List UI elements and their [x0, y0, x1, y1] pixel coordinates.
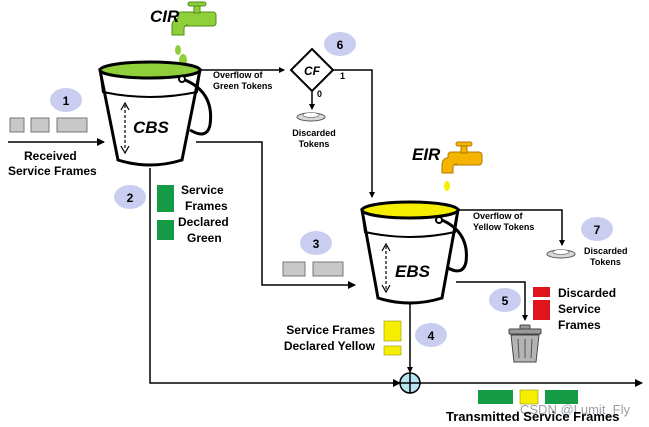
step-7-badge: 7: [581, 217, 613, 241]
gray-frame: [30, 117, 50, 133]
step-2-number: 2: [127, 191, 134, 205]
green-frame: [478, 390, 513, 404]
overflow-yellow-line2: Yellow Tokens: [473, 222, 534, 232]
gray-frame: [282, 261, 306, 277]
red-frame: [533, 287, 550, 297]
cir-label: CIR: [150, 7, 180, 26]
ebs-label: EBS: [395, 262, 431, 281]
discarded-frames-line2: Service: [558, 302, 601, 316]
cbs-bucket-icon: [98, 60, 213, 167]
green-path-arrow: [149, 168, 401, 387]
gray-frame: [9, 117, 25, 133]
green-frame: [545, 390, 578, 404]
discarded-frames-line1: Discarded: [558, 286, 616, 300]
gray-frame: [312, 261, 344, 277]
step-7-number: 7: [594, 223, 601, 237]
eir-label: EIR: [412, 145, 441, 164]
step-5-badge: 5: [489, 288, 521, 312]
discarded-tokens-1-line1: Discarded: [292, 128, 336, 138]
watermark: CSDN @Lumit_Fly: [520, 402, 630, 417]
received-label-line1: Received: [24, 149, 77, 163]
received-frames: [9, 117, 88, 133]
yellow-frame: [519, 389, 539, 405]
discarded-tokens-1-line2: Tokens: [299, 139, 330, 149]
received-label-line2: Service Frames: [8, 164, 97, 178]
overflow-green-line2: Green Tokens: [213, 81, 272, 91]
green-frames-line3: Declared: [178, 215, 229, 229]
step-3-number: 3: [313, 237, 320, 251]
green-frames-line4: Green: [187, 231, 222, 245]
cbs-to-ebs-arrow: [196, 141, 356, 289]
gray-frame: [56, 117, 88, 133]
red-frame: [533, 300, 550, 320]
discarded-tokens-icon: [296, 112, 326, 122]
yellow-frame: [383, 320, 402, 342]
discarded-frames-line3: Frames: [558, 318, 601, 332]
discarded-tokens-icon: [546, 249, 576, 259]
step-3-badge: 3: [300, 231, 332, 255]
discarded-tokens-2-line2: Tokens: [590, 257, 621, 267]
discarded-tokens-2-line1: Discarded: [584, 246, 628, 256]
yellow-frames-line2: Declared Yellow: [284, 339, 376, 353]
ebs-to-trash-arrow: [456, 281, 528, 321]
cf-label: CF: [304, 64, 321, 78]
cf-output-0: 0: [317, 89, 322, 99]
step-5-number: 5: [502, 294, 509, 308]
step-1-badge: 1: [50, 88, 82, 112]
combiner-icon: [399, 372, 421, 394]
trash-can-icon: [508, 324, 542, 363]
step-1-number: 1: [63, 94, 70, 108]
green-frames-line2: Frames: [185, 199, 228, 213]
yellow-frame: [383, 345, 402, 356]
overflow-yellow-line1: Overflow of: [473, 211, 524, 221]
green-frames-line1: Service: [181, 183, 224, 197]
green-frame: [157, 220, 174, 240]
cf-to-ebs-arrow: [333, 69, 375, 198]
step-6-badge: 6: [324, 32, 356, 56]
step-4-number: 4: [428, 329, 435, 343]
overflow-green-line1: Overflow of: [213, 70, 264, 80]
green-frame: [157, 185, 174, 212]
cf-output-1: 1: [340, 71, 345, 81]
step-2-badge: 2: [114, 185, 146, 209]
cbs-label: CBS: [133, 118, 170, 137]
eir-faucet-icon: [441, 141, 483, 191]
yellow-frames-line1: Service Frames: [286, 323, 375, 337]
step-6-number: 6: [337, 38, 344, 52]
ebs-bucket-icon: [360, 200, 468, 305]
yellow-overflow-arrow: [458, 209, 565, 246]
step-4-badge: 4: [415, 323, 447, 347]
transmitted-label: Transmitted Service Frames: [446, 409, 619, 424]
